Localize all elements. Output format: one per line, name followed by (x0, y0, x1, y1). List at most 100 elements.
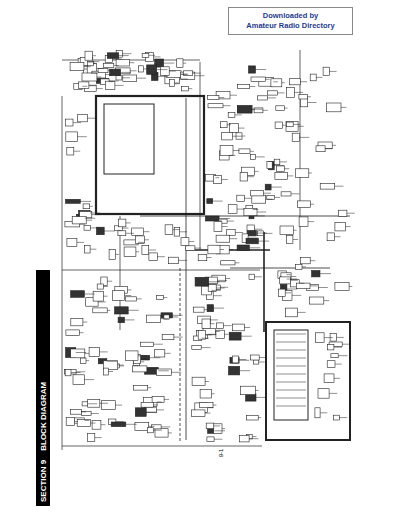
signal-wire (100, 403, 108, 404)
signal-wire (62, 96, 63, 450)
circuit-block (73, 375, 84, 385)
signal-wire (237, 209, 245, 210)
circuit-block (157, 295, 164, 299)
signal-wire (77, 136, 86, 137)
circuit-block (132, 366, 147, 372)
circuit-block (237, 195, 245, 201)
signal-wire (62, 446, 262, 447)
signal-wire (324, 337, 333, 338)
signal-wire (294, 230, 297, 231)
signal-wire (138, 242, 144, 243)
circuit-block (221, 122, 228, 128)
signal-wire (254, 215, 265, 216)
signal-wire (173, 229, 180, 230)
signal-wire (115, 405, 122, 406)
signal-wire (113, 59, 122, 60)
circuit-block (112, 291, 124, 301)
signal-wire (168, 432, 172, 433)
signal-wire (116, 254, 120, 255)
signal-wire (250, 86, 256, 87)
signal-wire (100, 351, 108, 352)
signal-wire (86, 360, 89, 361)
signal-wire (150, 357, 161, 358)
signal-wire (84, 379, 94, 380)
circuit-block (93, 308, 107, 313)
signal-wire (195, 75, 205, 76)
circuit-block (323, 67, 329, 75)
signal-wire (183, 63, 186, 64)
circuit-block (301, 98, 308, 107)
signal-wire (293, 124, 300, 125)
signal-wire (158, 76, 168, 77)
circuit-block (115, 307, 129, 314)
signal-wire (103, 286, 108, 287)
signal-wire (278, 92, 285, 93)
signal-wire (249, 247, 260, 248)
signal-wire (189, 241, 194, 242)
signal-wire (148, 387, 152, 388)
signal-wire (205, 381, 209, 382)
signal-wire (109, 80, 119, 81)
signal-wire (107, 361, 117, 362)
watermark-text: Downloaded by (263, 11, 318, 21)
signal-wire (90, 206, 93, 207)
signal-wire (239, 359, 247, 360)
circuit-block (67, 239, 77, 247)
signal-wire (209, 281, 220, 282)
circuit-block (315, 408, 320, 418)
circuit-block (156, 369, 171, 376)
circuit-block (331, 354, 338, 358)
signal-wire (93, 61, 100, 62)
circuit-block (142, 53, 149, 57)
circuit-block (111, 422, 126, 427)
signal-wire (275, 197, 281, 198)
circuit-block (216, 330, 225, 338)
circuit-block (335, 222, 346, 231)
signal-wire (332, 145, 336, 146)
signal-wire (137, 298, 142, 299)
circuit-block (252, 195, 266, 203)
circuit-block (206, 423, 214, 429)
circuit-block (80, 358, 86, 363)
circuit-block (240, 172, 248, 181)
signal-wire (255, 390, 258, 391)
circuit-block (240, 386, 255, 395)
circuit-block (214, 176, 222, 184)
circuit-block (292, 133, 299, 141)
signal-wire (215, 331, 220, 332)
signal-wire (338, 355, 347, 356)
signal-wire (116, 421, 124, 422)
signal-wire (193, 73, 201, 74)
signal-wire (75, 421, 78, 422)
circuit-block (160, 67, 169, 76)
circuit-block (275, 172, 287, 179)
signal-wire (85, 218, 95, 219)
signal-wire (85, 353, 89, 354)
signal-wire (84, 66, 91, 67)
circuit-block (174, 228, 180, 237)
circuit-block (66, 119, 74, 126)
signal-wire (310, 285, 318, 286)
signal-wire (121, 72, 131, 73)
circuit-block (154, 350, 164, 357)
signal-wire (291, 193, 300, 194)
signal-wire (149, 426, 155, 427)
circuit-block (134, 385, 148, 390)
signal-wire (169, 317, 178, 318)
circuit-block (338, 210, 347, 216)
signal-wire (125, 295, 132, 296)
circuit-block (207, 437, 214, 442)
diagram-wiring (62, 50, 350, 450)
section-band: SECTION 9BLOCK DIAGRAM (36, 270, 50, 506)
signal-wire (263, 110, 268, 111)
circuit-block (116, 76, 122, 80)
signal-wire (79, 332, 83, 333)
signal-wire (309, 173, 312, 174)
signal-wire (222, 428, 225, 429)
signal-wire (216, 288, 224, 289)
signal-wire (229, 155, 235, 156)
hatching (276, 398, 306, 399)
signal-wire (212, 290, 221, 291)
signal-wire (257, 212, 266, 213)
